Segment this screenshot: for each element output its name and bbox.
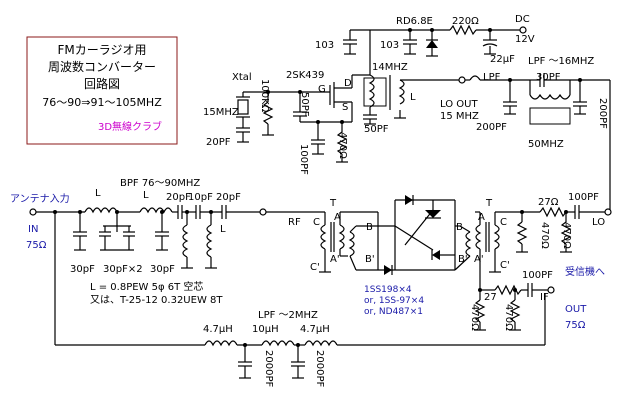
title-line3: 回路図 [84, 76, 120, 91]
svg-text:30pF: 30pF [150, 264, 175, 275]
svg-text:T: T [485, 198, 493, 209]
svg-text:B': B' [365, 254, 375, 265]
svg-text:Xtal: Xtal [232, 72, 252, 83]
svg-text:75Ω: 75Ω [565, 320, 586, 331]
svg-text:B: B [456, 222, 463, 233]
title-line2: 周波数コンバーター [48, 59, 156, 74]
title-box [26, 36, 178, 145]
svg-text:LO: LO [592, 217, 605, 228]
svg-text:S: S [342, 102, 348, 113]
svg-text:L: L [220, 224, 226, 235]
svg-text:D: D [344, 78, 352, 89]
svg-text:100KΩ: 100KΩ [259, 79, 270, 113]
svg-text:20PF: 20PF [206, 137, 231, 148]
svg-text:RD6.8E: RD6.8E [396, 16, 433, 27]
bpf-coil-2 [139, 207, 173, 214]
svg-text:C: C [500, 217, 507, 228]
svg-text:1SS198×4: 1SS198×4 [364, 285, 412, 295]
svg-text:50PF: 50PF [299, 92, 310, 117]
svg-text:DC: DC [515, 14, 530, 25]
antenna-label: アンテナ入力 [10, 192, 70, 205]
svg-text:14MHZ: 14MHZ [372, 62, 408, 73]
bpf-label: BPF 76～90MHZ [120, 178, 200, 189]
in-imp-label: 75Ω [26, 240, 47, 251]
svg-text:受信機へ: 受信機へ [565, 265, 605, 278]
svg-text:220Ω: 220Ω [452, 16, 479, 27]
svg-text:A': A' [330, 254, 340, 265]
svg-text:15MHZ: 15MHZ [203, 107, 239, 118]
svg-text:OUT: OUT [565, 304, 587, 315]
svg-text:L: L [95, 188, 101, 199]
svg-text:4.7μH: 4.7μH [300, 324, 330, 335]
svg-text:12V: 12V [515, 34, 535, 45]
in-label: IN [28, 224, 38, 235]
svg-text:LPF: LPF [483, 72, 501, 83]
svg-text:L: L [143, 190, 149, 201]
svg-text:30pF: 30pF [70, 264, 95, 275]
svg-text:470Ω: 470Ω [469, 304, 480, 331]
title-line4: 76～90⇒91～105MHZ [42, 96, 162, 109]
svg-text:4.7μH: 4.7μH [203, 324, 233, 335]
svg-text:200PF: 200PF [476, 122, 507, 133]
crystal [237, 99, 249, 115]
svg-text:30PF: 30PF [536, 72, 561, 83]
svg-text:2000PF: 2000PF [263, 350, 274, 387]
svg-text:470Ω: 470Ω [539, 222, 550, 249]
svg-text:100PF: 100PF [522, 270, 553, 281]
svg-text:103: 103 [380, 40, 399, 51]
svg-text:A: A [334, 212, 341, 223]
coil-spec-1: L = 0.8PEW 5φ 6T 空芯 [90, 280, 203, 293]
svg-text:100PF: 100PF [298, 144, 309, 175]
svg-text:470Ω: 470Ω [561, 222, 572, 249]
svg-text:RF: RF [288, 217, 301, 228]
svg-text:B: B [366, 222, 373, 233]
svg-text:15 MHZ: 15 MHZ [440, 111, 479, 122]
svg-text:50PF: 50PF [364, 124, 389, 135]
svg-text:27: 27 [484, 292, 497, 303]
svg-text:50MHZ: 50MHZ [528, 139, 564, 150]
svg-text:30pF×2: 30pF×2 [103, 264, 143, 275]
coil-spec-2: 又は、T-25-12 0.32UEW 8T [90, 294, 223, 306]
svg-text:LPF ～2MHZ: LPF ～2MHZ [258, 310, 318, 321]
svg-text:20pF: 20pF [166, 192, 191, 203]
svg-text:100PF: 100PF [568, 192, 599, 203]
svg-text:10μH: 10μH [252, 324, 279, 335]
svg-text:10pF: 10pF [188, 192, 213, 203]
svg-text:A: A [478, 212, 485, 223]
svg-text:27Ω: 27Ω [538, 197, 559, 208]
svg-text:2000PF: 2000PF [314, 350, 325, 387]
svg-text:470Ω: 470Ω [503, 304, 514, 331]
svg-text:L: L [410, 92, 416, 103]
svg-text:or, 1SS-97×4: or, 1SS-97×4 [364, 296, 424, 306]
svg-text:200PF: 200PF [597, 98, 608, 129]
input-terminal [29, 208, 37, 216]
svg-text:G: G [318, 84, 326, 95]
svg-text:2SK439: 2SK439 [286, 70, 324, 81]
svg-text:LPF ～16MHZ: LPF ～16MHZ [528, 56, 594, 67]
svg-text:22μF: 22μF [490, 54, 515, 65]
svg-text:103: 103 [315, 40, 334, 51]
club-name: 3D無線クラブ [98, 120, 162, 133]
svg-text:LO OUT: LO OUT [440, 99, 478, 110]
svg-text:T: T [329, 198, 337, 209]
svg-text:20pF: 20pF [216, 192, 241, 203]
svg-text:470Ω: 470Ω [337, 132, 348, 159]
title-line1: FMカーラジオ用 [57, 43, 146, 57]
svg-text:A': A' [474, 254, 484, 265]
svg-text:C': C' [310, 262, 320, 273]
svg-text:or, ND487×1: or, ND487×1 [364, 307, 423, 317]
svg-text:C: C [313, 217, 320, 228]
svg-text:B': B' [458, 254, 468, 265]
bpf-coil-1 [84, 207, 118, 214]
svg-text:C': C' [500, 260, 510, 271]
